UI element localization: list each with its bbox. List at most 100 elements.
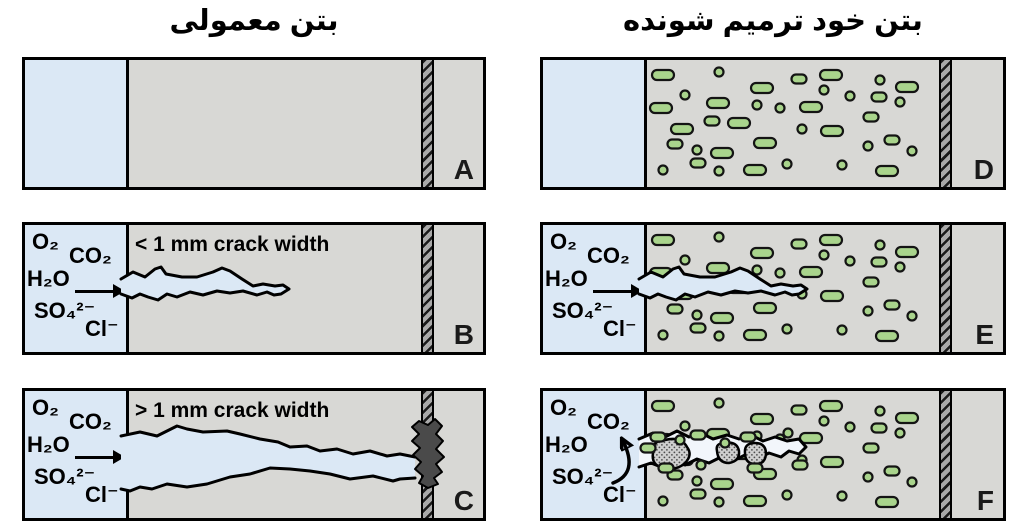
healing-capsule <box>844 421 856 433</box>
healing-capsule <box>874 405 886 417</box>
panel-b-small-crack: O₂ CO₂ H₂O SO₄²⁻ Cl⁻ < 1 mm crack width … <box>22 222 486 355</box>
panel-letter-d: D <box>973 154 994 185</box>
healing-capsule <box>906 476 918 488</box>
healing-capsule <box>705 261 731 275</box>
healing-capsule <box>883 134 901 146</box>
healing-capsule <box>774 102 786 114</box>
healing-capsule <box>819 124 845 138</box>
co2-label: CO₂ <box>587 409 630 434</box>
healing-capsule <box>782 427 794 439</box>
healing-capsule <box>657 164 669 176</box>
healing-capsule <box>679 420 691 432</box>
healing-capsule <box>870 91 888 103</box>
healing-capsule <box>791 459 809 471</box>
healing-capsule <box>796 123 808 135</box>
healing-capsule <box>657 329 669 341</box>
healing-capsule <box>781 158 793 170</box>
healing-capsule <box>906 310 918 322</box>
panel-letter-c: C <box>453 485 474 516</box>
rebar-bar <box>939 391 952 518</box>
healing-capsule <box>790 404 808 416</box>
healing-capsule <box>819 455 845 469</box>
healing-capsule <box>874 164 900 178</box>
healing-capsule <box>709 311 735 325</box>
oxygen-label: O₂ <box>550 395 577 420</box>
rebar-bar <box>421 225 434 352</box>
healing-capsule <box>709 477 735 491</box>
healing-capsule <box>689 157 707 169</box>
healing-capsule <box>691 475 703 487</box>
crack-graphic-b <box>119 265 291 302</box>
healing-capsule <box>781 323 793 335</box>
healing-capsule <box>836 159 848 171</box>
healing-capsule <box>862 111 880 123</box>
healing-capsule <box>894 261 906 273</box>
crack-width-note-small: < 1 mm crack width <box>135 233 330 256</box>
healing-capsule <box>818 399 844 413</box>
healing-capsule <box>709 146 735 160</box>
healing-capsule <box>679 89 691 101</box>
healing-capsule <box>713 165 725 177</box>
panel-f-healed-crack: O₂ CO₂ H₂O SO₄²⁻ Cl⁻ <box>540 388 1006 521</box>
rebar-bar <box>939 60 952 187</box>
water-label: H₂O <box>545 432 588 457</box>
panel-c-large-crack-corrosion: O₂ CO₂ H₂O SO₄²⁻ Cl⁻ > 1 mm crack width … <box>22 388 486 521</box>
healing-capsule <box>650 68 676 82</box>
healing-capsule <box>742 494 768 508</box>
healing-capsule <box>894 427 906 439</box>
healing-capsule <box>669 122 695 136</box>
water-region <box>543 60 647 187</box>
healing-capsule <box>713 66 725 78</box>
healing-capsule <box>870 256 888 268</box>
healing-capsule <box>674 434 686 446</box>
healing-capsule <box>751 99 763 111</box>
healing-capsule <box>752 136 778 150</box>
healing-capsule <box>883 465 901 477</box>
rebar-bar <box>421 60 434 187</box>
water-region: O₂ CO₂ H₂O SO₄²⁻ Cl⁻ <box>543 391 647 518</box>
chloride-label: Cl⁻ <box>603 316 637 341</box>
healing-agent-blob <box>743 441 768 466</box>
panel-a-normal-intact: A <box>22 57 486 190</box>
healing-capsule <box>781 489 793 501</box>
water-label: H₂O <box>545 266 588 291</box>
healing-capsule <box>726 116 752 130</box>
healing-capsule <box>836 324 848 336</box>
chloride-label: Cl⁻ <box>85 482 119 507</box>
water-label: H₂O <box>27 432 70 457</box>
sulfate-label: SO₄²⁻ <box>552 464 614 489</box>
water-region: O₂ CO₂ H₂O SO₄²⁻ Cl⁻ <box>543 225 647 352</box>
healing-capsule <box>798 100 824 114</box>
healing-capsule <box>713 397 725 409</box>
healing-capsule <box>894 96 906 108</box>
healing-capsule <box>862 140 874 152</box>
crack-width-note-large: > 1 mm crack width <box>135 399 330 422</box>
healing-capsule <box>894 80 920 94</box>
water-region: O₂ CO₂ H₂O SO₄²⁻ Cl⁻ <box>25 391 129 518</box>
healing-capsule <box>639 442 657 454</box>
healing-capsule <box>739 431 757 443</box>
healing-capsule <box>719 437 731 449</box>
healing-capsule <box>751 264 763 276</box>
healing-capsule <box>874 495 900 509</box>
healing-capsule <box>844 255 856 267</box>
panel-d-selfhealing-intact: D <box>540 57 1006 190</box>
rebar-bar <box>939 225 952 352</box>
healing-capsule <box>648 101 674 115</box>
chloride-label: Cl⁻ <box>603 482 637 507</box>
healing-capsule <box>666 138 684 150</box>
corrosion-blob <box>411 418 445 489</box>
healing-capsule <box>790 73 808 85</box>
healing-capsule <box>705 96 731 110</box>
oxygen-label: O₂ <box>32 229 59 254</box>
healing-capsule <box>894 245 920 259</box>
co2-label: CO₂ <box>69 409 112 434</box>
healing-capsule <box>650 233 676 247</box>
healing-capsule <box>874 329 900 343</box>
healing-capsule <box>742 163 768 177</box>
healing-capsule <box>713 231 725 243</box>
co2-label: CO₂ <box>587 243 630 268</box>
sulfate-label: SO₄²⁻ <box>552 298 614 323</box>
healing-capsule <box>862 276 880 288</box>
